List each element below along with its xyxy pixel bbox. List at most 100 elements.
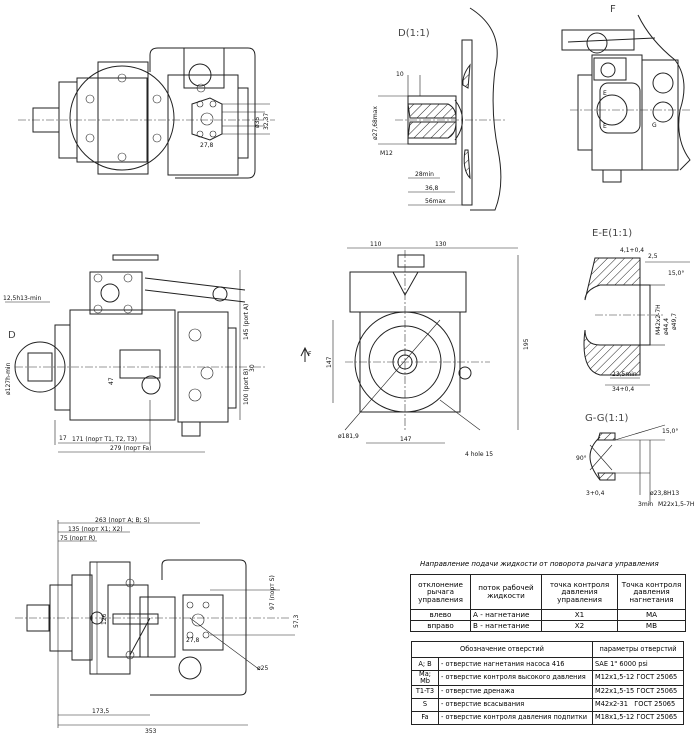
- dim-e-6: 23,5min: [612, 371, 637, 378]
- table-row: Ma; Mb- отверстие контроля высокого давл…: [411, 670, 684, 686]
- dim-bottom-5: 126: [101, 613, 108, 625]
- dim-side-5: 279 (порт Fa): [110, 445, 151, 452]
- table-cell: Ma; Mb: [411, 670, 439, 686]
- dim-bottom-3: 97 (порт S): [269, 575, 276, 610]
- detail-d-callout: D: [8, 330, 16, 341]
- table-cell: M18x1,5-12 ГОСТ 25065: [592, 710, 684, 725]
- dim-bottom-9: 353: [145, 728, 157, 735]
- dim-e-3: M42x2-7H: [655, 304, 662, 335]
- table-cell: Fa: [411, 710, 439, 725]
- dim-e-1: 2,5: [648, 253, 658, 260]
- dim-bottom-4: 57,3: [293, 614, 300, 628]
- view-f-title: F: [610, 4, 616, 15]
- dim-front-1: 130: [435, 241, 447, 248]
- dim-g-3: ø23,8H13: [650, 490, 679, 497]
- section-mark-e-bottom: E: [603, 123, 607, 130]
- pump-front-view: 110 130 147 195 ø181,9 147 4 hole 15 F: [300, 241, 530, 458]
- dim-e-0: 4,1+0,4: [620, 247, 644, 254]
- table-header-row: Обозначение отверстий параметры отверсти…: [411, 641, 684, 658]
- table-cell: MA: [617, 609, 686, 621]
- dim-d-3: 28min: [415, 171, 434, 178]
- table-cell: - отверстие всасывания: [438, 697, 593, 712]
- section-mark-g: G: [652, 122, 657, 129]
- dim-d-0: 10: [396, 71, 404, 78]
- section-mark-e-top: E: [603, 90, 607, 97]
- dim-g-5: M22x1,5-7H: [658, 501, 694, 508]
- detail-d-view: D(1:1) 10 ø27,68max M12 28min 36,8 56max: [372, 7, 505, 211]
- section-g-title: G-G(1:1): [585, 413, 628, 424]
- pump-top-view: ø35 32,37 27,8: [18, 47, 275, 179]
- dim-bottom-2: 75 (порт R): [60, 535, 95, 542]
- dim-top-1: 32,37: [263, 113, 270, 130]
- table-cell: - отверстие дренажа: [438, 684, 593, 699]
- dim-front-0: 110: [370, 241, 382, 248]
- dim-g-0: 15,0°: [662, 428, 678, 435]
- section-g-g: G-G(1:1) 15,0° 90° 3+0,4 ø23,8H13 3min M…: [576, 413, 694, 508]
- flow-table-caption: Направление подачи жидкости от поворота …: [420, 560, 659, 568]
- table-cell: вправо: [410, 620, 471, 632]
- table-cell: M42x2-31 ГОСТ 25065: [592, 697, 684, 712]
- table-cell: - отверстие контроля давления подпитки: [438, 710, 593, 725]
- table-header: отклонение рычага управления: [410, 574, 471, 610]
- pump-bottom-view: 263 (порт A; B; S) 135 (порт X1; X2) 75 …: [15, 517, 300, 735]
- table-cell: T1-T3: [411, 684, 439, 699]
- table-cell: M12x1,5-12 ГОСТ 25065: [592, 670, 684, 686]
- table-cell: X1: [541, 609, 618, 621]
- table-cell: M22x1,5-15 ГОСТ 25065: [592, 684, 684, 699]
- dim-top-2: 27,8: [200, 142, 214, 149]
- table-cell: влево: [410, 609, 471, 621]
- table-cell: S: [411, 697, 439, 712]
- dim-front-5: 147: [400, 436, 412, 443]
- dim-side-9: 30: [249, 364, 256, 372]
- dim-bottom-0: 263 (порт A; B; S): [95, 517, 150, 524]
- dim-front-3: 195: [523, 338, 530, 350]
- dim-e-5: ø49,7: [671, 313, 678, 330]
- dim-bottom-1: 135 (порт X1; X2): [68, 526, 123, 533]
- section-e-e: E-E(1:1) 4,1+0,4 2,5 15,0° M42x2-7H ø44,…: [583, 228, 690, 393]
- table-cell: A; B: [411, 657, 439, 671]
- table-cell: X2: [541, 620, 618, 632]
- table-header: точка контроля давления управления: [541, 574, 618, 610]
- dim-g-2: 3+0,4: [586, 490, 605, 497]
- table-row: Fa- отверстие контроля давления подпитки…: [411, 710, 684, 725]
- dim-d-1: ø27,68max: [372, 106, 379, 140]
- section-e-title: E-E(1:1): [592, 228, 632, 239]
- dim-side-8: 100 (port B): [243, 369, 250, 405]
- dim-top-0: ø35: [254, 117, 261, 128]
- dim-side-4: 171 (порт T1, T2, T3): [72, 436, 137, 443]
- dim-front-6: 4 hole 15: [465, 451, 493, 458]
- table-cell: B - нагнетание: [470, 620, 542, 632]
- table-header: Обозначение отверстий: [411, 641, 593, 658]
- table-row: вправо B - нагнетание X2 MB: [410, 620, 686, 632]
- flow-direction-table: отклонение рычага управления поток рабоч…: [410, 574, 686, 632]
- view-f: F E E G: [561, 4, 691, 183]
- dim-front-4: ø181,9: [338, 433, 359, 440]
- dim-bottom-8: 173,5: [92, 708, 109, 715]
- table-header-row: отклонение рычага управления поток рабоч…: [410, 574, 686, 610]
- dim-e-2: 15,0°: [668, 270, 684, 277]
- dim-bottom-7: ø25: [257, 665, 268, 672]
- table-row: влево A - нагнетание X1 MA: [410, 609, 686, 621]
- table-cell: SAE 1" 6000 psi: [592, 657, 684, 671]
- table-header: параметры отверстий: [592, 641, 684, 658]
- dim-front-2: 147: [326, 356, 333, 368]
- dim-side-3: 17: [59, 435, 67, 442]
- table-cell: A - нагнетание: [470, 609, 542, 621]
- dim-side-6: 47: [108, 377, 115, 385]
- pump-side-view: 12,5h13-min ø127h-min D 17 171 (порт T1,…: [3, 254, 265, 453]
- view-f-arrow-label: F: [308, 351, 312, 358]
- table-cell: - отверстие нагнетания насоса 416: [438, 657, 593, 671]
- dim-side-7: 145 (port A): [243, 304, 250, 340]
- ports-table: Обозначение отверстий параметры отверсти…: [411, 641, 684, 725]
- dim-e-4: ø44,4: [663, 318, 670, 335]
- dim-e-7: 34+0,4: [612, 386, 634, 393]
- dim-g-4: 3min: [638, 501, 653, 508]
- table-cell: MB: [617, 620, 686, 632]
- dim-d-4: 36,8: [425, 185, 439, 192]
- dim-side-1: ø127h-min: [5, 362, 12, 395]
- dim-bottom-6: 27,8: [186, 637, 200, 644]
